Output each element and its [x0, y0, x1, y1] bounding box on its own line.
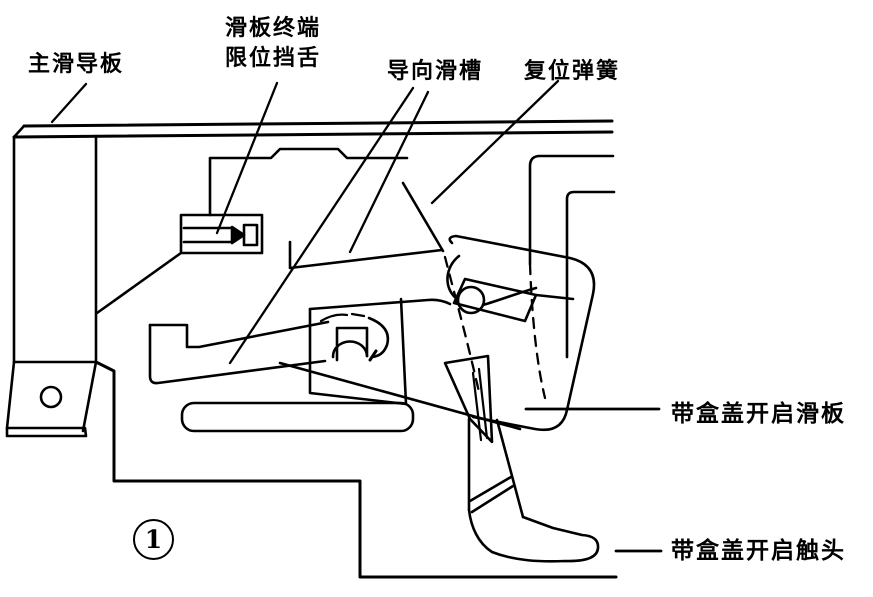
leader-guide-groove-b [230, 88, 413, 363]
label-stop-tongue-line1: 滑板终端 [225, 16, 322, 41]
inner-plate-shape [210, 149, 407, 215]
label-stop-tongue: 滑板终端限位挡舌 [225, 14, 321, 74]
lever-arm-shape [290, 242, 450, 404]
label-main-guide-plate: 主滑导板 [28, 52, 125, 77]
hidden-dashed-line [445, 257, 479, 392]
leader-stop-tongue [217, 83, 277, 233]
top-frame-lines [14, 121, 614, 398]
stop-tongue-shape [181, 215, 262, 253]
center-boss-shape [321, 314, 388, 360]
guide-groove-bracket-shape [150, 322, 328, 383]
mounting-hole [41, 387, 61, 407]
leader-return-spring [432, 81, 558, 203]
figure-number-badge: 1 [133, 519, 174, 560]
label-cover-opening-slide: 带盒盖开启滑板 [671, 401, 846, 427]
cover-slide-plate-shape [280, 236, 594, 430]
guide-slot-shape [182, 403, 413, 431]
label-guide-groove: 导向滑槽 [387, 59, 484, 84]
contact-lever-shape [445, 356, 598, 561]
leader-guide-groove-a [350, 92, 428, 252]
label-return-spring: 复位弹簧 [524, 59, 621, 84]
bottom-frame-line [96, 362, 616, 577]
label-stop-tongue-line2: 限位挡舌 [225, 46, 322, 71]
roller-pin-shape [454, 279, 573, 321]
main-guide-plate-shape [7, 136, 181, 436]
leader-lines [52, 81, 661, 551]
label-cover-opening-contact: 带盒盖开启触头 [671, 538, 846, 564]
leader-main-guide-plate [52, 84, 86, 122]
